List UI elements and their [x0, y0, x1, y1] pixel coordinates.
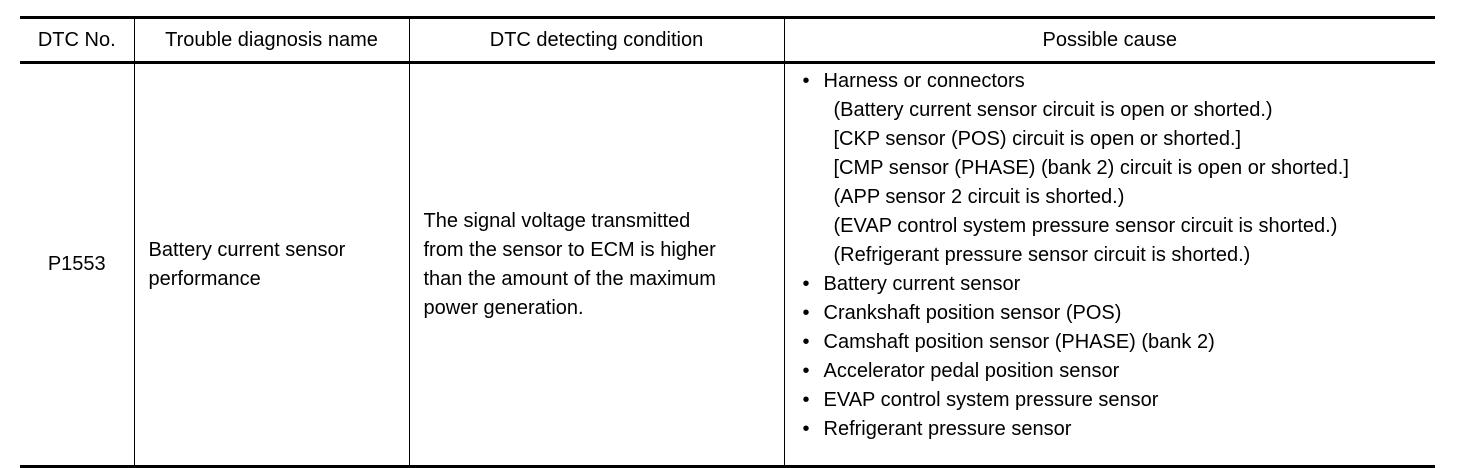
bullet-icon: • [802, 302, 810, 324]
cause-detail: [CMP sensor (PHASE) (bank 2) circuit is … [833, 157, 1349, 179]
cause-detail: (APP sensor 2 circuit is shorted.) [833, 186, 1125, 208]
header-trouble-name: Trouble diagnosis name [133, 16, 409, 64]
cause-detail: (Battery current sensor circuit is open … [833, 99, 1273, 121]
table-header: DTC No. Trouble diagnosis name DTC detec… [20, 16, 1435, 64]
cause-detail: [CKP sensor (POS) circuit is open or sho… [833, 128, 1242, 150]
cause-text: Crankshaft position sensor (POS) [823, 302, 1122, 324]
table-body: P1553 Battery current sensor performance… [20, 62, 1435, 468]
cause-item: • Harness or connectors (Battery current s… [803, 67, 1430, 270]
cause-detail: (EVAP control system pressure sensor cir… [833, 215, 1338, 237]
bullet-icon: • [802, 418, 810, 440]
cause-item: • Accelerator pedal position sensor [803, 357, 1430, 386]
condition-cell: The signal voltage transmitted from the … [408, 62, 784, 468]
cause-text: Battery current sensor [823, 273, 1021, 295]
cause-text: Camshaft position sensor (PHASE) (bank 2… [823, 331, 1215, 353]
bullet-icon: • [802, 389, 810, 411]
dtc-table: DTC No. Trouble diagnosis name DTC detec… [20, 16, 1435, 468]
cause-text: Harness or connectors [823, 70, 1025, 92]
header-row: DTC No. Trouble diagnosis name DTC detec… [20, 16, 1435, 64]
header-dtc-no: DTC No. [20, 16, 134, 64]
cause-detail: (Refrigerant pressure sensor circuit is … [833, 244, 1251, 266]
cause-item: • Camshaft position sensor (PHASE) (bank … [803, 328, 1430, 357]
trouble-name-cell: Battery current sensor performance [133, 62, 409, 468]
cause-item: • Refrigerant pressure sensor [803, 415, 1430, 444]
cause-text: Accelerator pedal position sensor [823, 360, 1120, 382]
dtc-code-cell: P1553 [20, 62, 134, 468]
cause-text: Refrigerant pressure sensor [823, 418, 1072, 440]
possible-cause-cell: • Harness or connectors (Battery current s… [783, 62, 1435, 468]
bullet-icon: • [802, 331, 810, 353]
header-condition: DTC detecting condition [408, 16, 784, 64]
header-possible-cause: Possible cause [783, 16, 1435, 64]
cause-item: • Battery current sensor [803, 270, 1430, 299]
bullet-icon: • [802, 360, 810, 382]
bullet-icon: • [802, 70, 810, 92]
cause-item: • EVAP control system pressure sensor [803, 386, 1430, 415]
cause-item: • Crankshaft position sensor (POS) [803, 299, 1430, 328]
cause-text: EVAP control system pressure sensor [823, 389, 1159, 411]
cause-list: • Harness or connectors (Battery current s… [803, 67, 1430, 444]
bullet-icon: • [802, 273, 810, 295]
table-row: P1553 Battery current sensor performance… [20, 62, 1435, 468]
